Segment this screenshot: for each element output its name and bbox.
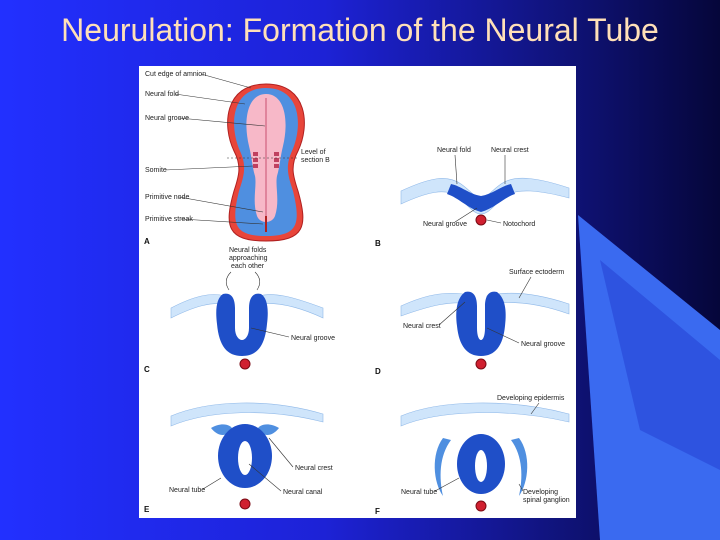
- leader-line: [268, 437, 294, 468]
- somite: [274, 158, 279, 162]
- panel-letter-d: D: [375, 367, 381, 376]
- leader-line: [454, 154, 458, 185]
- label-each-other: each other: [231, 263, 265, 270]
- leader-line: [434, 477, 460, 492]
- somite: [274, 164, 279, 168]
- label-neural-folds: Neural folds: [229, 247, 267, 254]
- panel-b: Neural fold Neural crest Neural groove N…: [375, 147, 570, 248]
- leader-line: [180, 218, 264, 225]
- panel-letter-a: A: [144, 237, 150, 246]
- label-neural-crest-e: Neural crest: [295, 465, 333, 472]
- label-neural-groove-c: Neural groove: [291, 335, 335, 342]
- label-neural-groove-b: Neural groove: [423, 221, 467, 228]
- neural-folds-c: [216, 293, 268, 356]
- label-neural-crest-b: Neural crest: [491, 147, 529, 154]
- leader-line: [178, 196, 264, 213]
- notochord-f: [475, 500, 487, 512]
- label-notochord-b: Notochord: [503, 221, 535, 228]
- spinal-ganglion-left-f: [434, 438, 451, 496]
- leader-line: [518, 276, 532, 299]
- leader-line: [178, 117, 266, 127]
- somite: [253, 164, 258, 168]
- label-developing: Developing: [523, 489, 558, 496]
- label-surface-ectoderm: Surface ectoderm: [509, 269, 564, 276]
- label-cut-edge-amnion: Cut edge of amnion: [145, 71, 206, 78]
- leader-line: [248, 463, 282, 492]
- label-neural-canal-e: Neural canal: [283, 489, 323, 496]
- label-neural-fold-a: Neural fold: [145, 91, 179, 98]
- leader-line: [174, 93, 246, 105]
- somite: [253, 158, 258, 162]
- spinal-ganglion-right-f: [511, 438, 528, 496]
- label-spinal-ganglion: spinal ganglion: [523, 497, 570, 504]
- leader-line: [254, 271, 261, 291]
- label-neural-groove-d: Neural groove: [521, 341, 565, 348]
- leader-line: [200, 73, 252, 89]
- label-section-b: section B: [301, 157, 330, 164]
- panel-a: Cut edge of amnion Neural fold Neural gr…: [144, 71, 330, 246]
- notochord-b: [475, 214, 487, 226]
- label-primitive-node: Primitive node: [145, 194, 189, 201]
- decor-stripe-dark: [600, 260, 720, 470]
- leader-line: [250, 327, 290, 338]
- leader-line: [486, 219, 502, 224]
- label-level-of: Level of: [301, 149, 326, 156]
- somite: [253, 152, 258, 156]
- panel-letter-b: B: [375, 239, 381, 248]
- leader-line: [486, 327, 520, 344]
- ectoderm-e: [170, 402, 324, 427]
- somite: [274, 152, 279, 156]
- panel-letter-f: F: [375, 507, 380, 516]
- label-neural-fold-b: Neural fold: [437, 147, 471, 154]
- neural-canal-e: [238, 441, 252, 475]
- notochord-c: [239, 358, 251, 370]
- somites: [253, 152, 279, 168]
- label-neural-tube-e: Neural tube: [169, 487, 205, 494]
- panel-e: Neural crest Neural tube Neural canal E: [144, 402, 333, 514]
- ectoderm-c: [170, 294, 324, 319]
- neurulation-diagram: Cut edge of amnion Neural fold Neural gr…: [144, 71, 570, 516]
- leader-line: [225, 271, 232, 291]
- neural-folds-d: [456, 291, 506, 356]
- label-neural-tube-f: Neural tube: [401, 489, 437, 496]
- leader-line: [518, 483, 524, 492]
- panel-letter-c: C: [144, 365, 150, 374]
- label-developing-epidermis: Developing epidermis: [497, 395, 565, 402]
- neural-plate-b: [447, 184, 515, 212]
- notochord-d: [475, 358, 487, 370]
- leader-line: [454, 207, 478, 223]
- panel-f: Developing epidermis Neural tube Develop…: [375, 395, 570, 516]
- neural-canal-f: [475, 450, 487, 482]
- panel-letter-e: E: [144, 505, 150, 514]
- slide-title: Neurulation: Formation of the Neural Tub…: [61, 12, 659, 48]
- leader-line: [438, 301, 466, 326]
- label-neural-crest-d: Neural crest: [403, 323, 441, 330]
- leader-line: [164, 165, 254, 171]
- panel-d: Surface ectoderm Neural crest Neural gro…: [375, 269, 570, 376]
- label-somite: Somite: [145, 167, 167, 174]
- label-approaching: approaching: [229, 255, 268, 262]
- panel-c: Neural folds approaching each other Neur…: [144, 247, 335, 374]
- notochord-e: [239, 498, 251, 510]
- ectoderm-f: [400, 402, 570, 427]
- leader-line: [530, 402, 540, 415]
- leader-line: [202, 477, 222, 490]
- label-neural-groove-a: Neural groove: [145, 115, 189, 122]
- label-primitive-streak: Primitive streak: [145, 216, 193, 223]
- neurulation-figure: Cut edge of amnion Neural fold Neural gr…: [139, 66, 576, 518]
